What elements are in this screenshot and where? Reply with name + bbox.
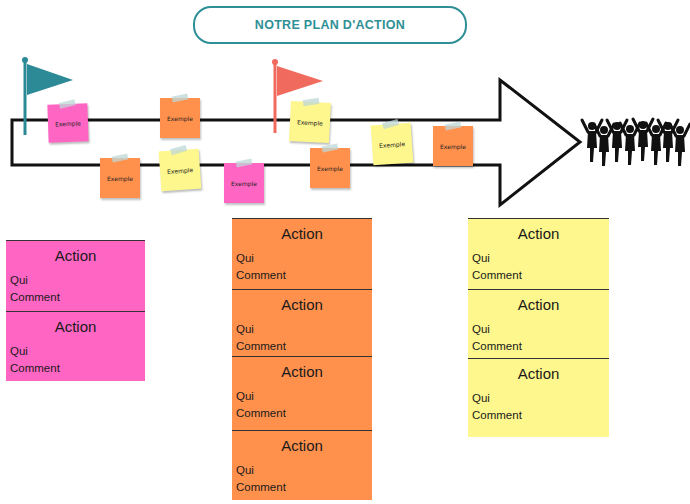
card-field: Qui [6, 343, 145, 360]
action-card: ActionQuiComment [232, 430, 372, 500]
card-field: Qui [468, 250, 609, 267]
card-field: Qui [232, 321, 372, 338]
card-field: Qui [232, 388, 372, 405]
note-text: Exemple [379, 140, 405, 149]
card-heading: Action [6, 318, 145, 335]
card-field: Comment [232, 338, 372, 355]
sticky-note: Exemple [224, 163, 264, 203]
card-field: Comment [468, 338, 609, 355]
card-heading: Action [232, 437, 372, 454]
note-text: Exemple [440, 143, 466, 150]
timeline-arrow [12, 80, 580, 205]
card-field: Comment [232, 267, 372, 284]
card-heading: Action [232, 363, 372, 380]
card-heading: Action [468, 225, 609, 242]
tape [172, 93, 189, 102]
card-heading: Action [468, 365, 609, 382]
note-text: Exemple [167, 166, 193, 175]
title: NOTRE PLAN D'ACTION [255, 18, 405, 32]
card-field: Comment [468, 267, 609, 284]
action-card: ActionQuiComment [468, 218, 609, 289]
sticky-note: Exemple [160, 98, 200, 138]
sticky-note: Exemple [47, 103, 88, 142]
action-card: ActionQuiComment [6, 240, 145, 311]
flag [27, 64, 73, 95]
note-text: Exemple [297, 118, 323, 126]
note-text: Exemple [55, 119, 81, 127]
card-field: Qui [232, 462, 372, 479]
card-field: Qui [468, 321, 609, 338]
card-field: Comment [232, 479, 372, 496]
action-card: ActionQuiComment [232, 218, 372, 289]
sticky-note: Exemple [371, 123, 414, 166]
card-heading: Action [232, 225, 372, 242]
tape [303, 98, 320, 106]
note-text: Exemple [107, 175, 133, 182]
action-card: ActionQuiComment [468, 289, 609, 359]
action-card: ActionQuiComment [232, 289, 372, 359]
people-celebrating [582, 119, 690, 166]
flag-pole [274, 62, 277, 133]
card-field: Qui [6, 272, 145, 289]
sticky-note: Exemple [433, 126, 473, 166]
card-field: Comment [232, 405, 372, 422]
sticky-note: Exemple [159, 149, 202, 192]
card-heading: Action [232, 296, 372, 313]
card-field: Qui [468, 390, 609, 407]
card-field: Comment [468, 407, 609, 424]
flag-pole [24, 60, 27, 135]
tape [59, 99, 76, 109]
card-field: Comment [6, 360, 145, 377]
action-card: ActionQuiComment [232, 356, 372, 430]
card-heading: Action [6, 247, 145, 264]
note-text: Exemple [231, 180, 257, 187]
note-text: Exemple [317, 165, 343, 172]
card-heading: Action [468, 296, 609, 313]
flag [277, 66, 323, 96]
note-text: Exemple [167, 115, 193, 122]
sticky-note: Exemple [289, 101, 331, 143]
sticky-note: Exemple [100, 158, 140, 198]
card-field: Qui [232, 250, 372, 267]
title-banner: NOTRE PLAN D'ACTION [193, 6, 467, 44]
action-card: ActionQuiComment [468, 358, 609, 437]
card-field: Comment [6, 289, 145, 306]
action-card: ActionQuiComment [6, 311, 145, 381]
sticky-note: Exemple [310, 148, 350, 188]
